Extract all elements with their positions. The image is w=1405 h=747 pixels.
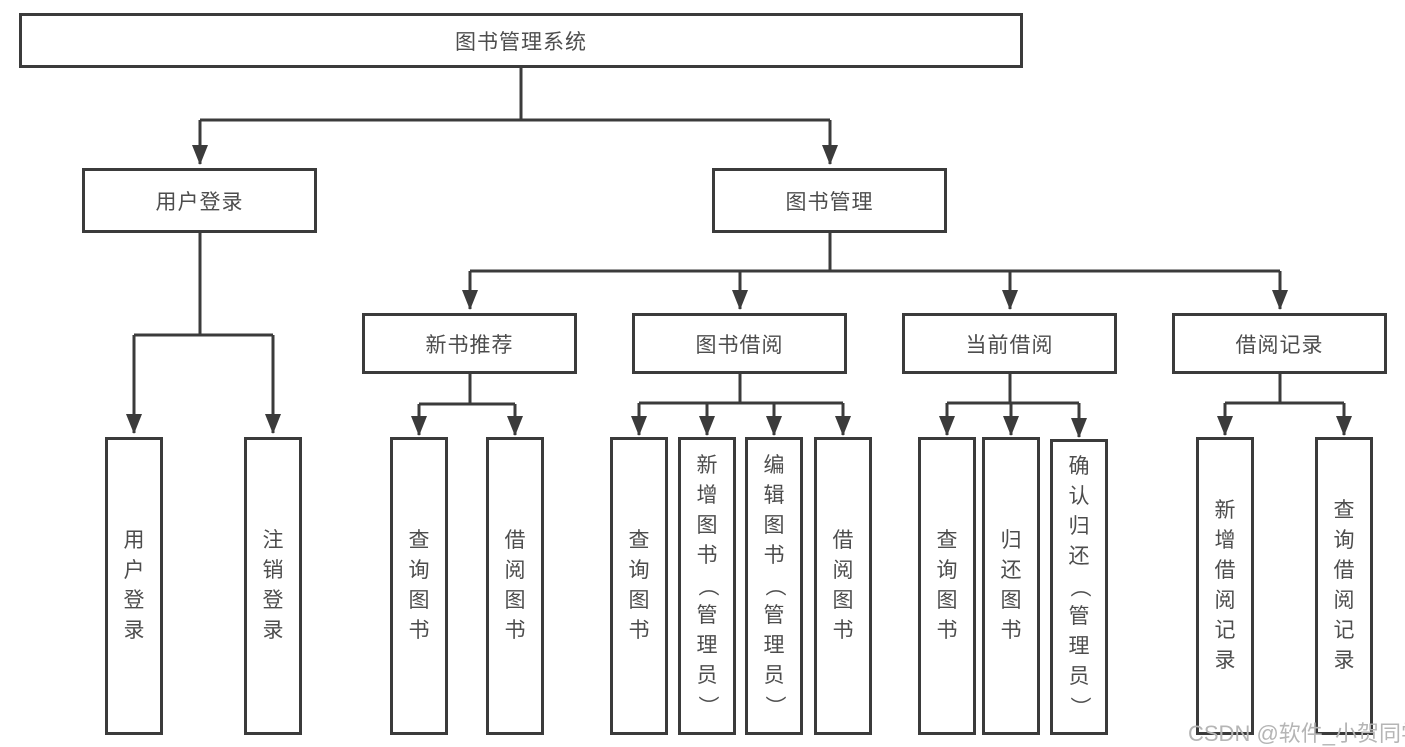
leaf-user-login: 用户登录 <box>105 437 163 735</box>
node-label: 新书推荐 <box>425 333 514 357</box>
node-borrow-records: 借阅记录 <box>1172 313 1387 374</box>
leaf-add-book-admin: 新增图书（管理员） <box>678 437 736 735</box>
node-library-management-system: 图书管理系统 <box>19 13 1023 68</box>
node-new-book-recommend: 新书推荐 <box>362 313 577 374</box>
node-label: 图书管理系统 <box>455 30 587 54</box>
leaf-query-borrow-record: 查询借阅记录 <box>1315 437 1373 735</box>
leaf-query-book-borrow: 查询图书 <box>610 437 668 735</box>
csdn-watermark: CSDN @软件_小贺同学 <box>1188 721 1405 746</box>
node-current-borrow: 当前借阅 <box>902 313 1117 374</box>
leaf-add-borrow-record: 新增借阅记录 <box>1196 437 1254 735</box>
node-book-borrow: 图书借阅 <box>632 313 847 374</box>
node-book-management: 图书管理 <box>712 168 947 233</box>
leaf-query-book-recommend: 查询图书 <box>390 437 448 735</box>
leaf-edit-book-admin: 编辑图书（管理员） <box>745 437 803 735</box>
leaf-query-book-current: 查询图书 <box>918 437 976 735</box>
node-label: 用户登录 <box>155 190 244 214</box>
node-label: 当前借阅 <box>965 333 1054 357</box>
node-label: 图书管理 <box>785 190 874 214</box>
node-user-login: 用户登录 <box>82 168 317 233</box>
leaf-confirm-return-admin: 确认归还（管理员） <box>1050 439 1108 735</box>
node-label: 图书借阅 <box>695 333 784 357</box>
leaf-borrow-book: 借阅图书 <box>814 437 872 735</box>
node-label: 借阅记录 <box>1235 333 1324 357</box>
leaf-logout: 注销登录 <box>244 437 302 735</box>
leaf-return-book: 归还图书 <box>982 437 1040 735</box>
leaf-borrow-book-recommend: 借阅图书 <box>486 437 544 735</box>
